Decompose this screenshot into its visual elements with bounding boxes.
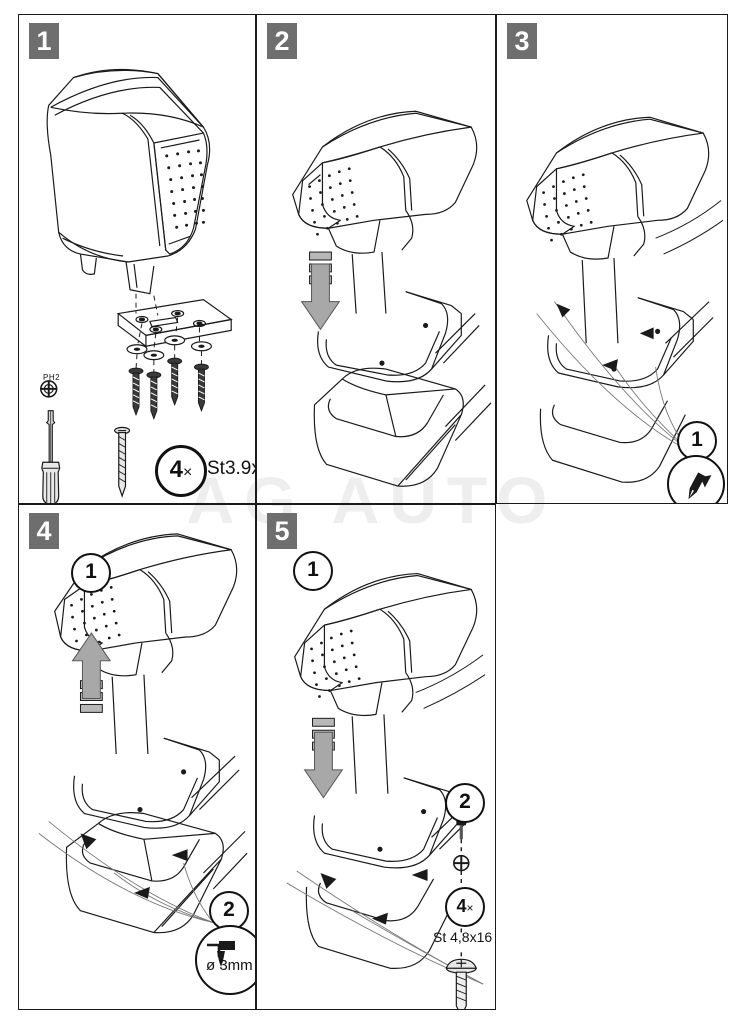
step-number-badge: 2 <box>267 23 297 59</box>
pad-perforation-dots <box>542 173 593 242</box>
panel-step-3: 3 1 <box>496 14 728 504</box>
screw-spec-label: St 4,8x16 <box>433 929 493 945</box>
panel-step-4: 4 1 2 ø 3mm <box>18 504 256 1010</box>
screw-quantity-multiplier: × <box>183 464 193 481</box>
phillips-cross-icon <box>453 854 470 872</box>
drill-body <box>217 941 235 967</box>
step-number-badge: 4 <box>29 513 59 549</box>
pan-head-screw <box>445 958 477 1009</box>
callout-reference-badge-2: 2 <box>445 783 485 823</box>
screwdriver-icon <box>41 410 61 503</box>
slide-rail <box>309 251 332 285</box>
slide-rail <box>312 717 335 751</box>
insertion-arrow <box>300 263 341 331</box>
reference-badge-1: 1 <box>71 553 111 593</box>
pad-perforation-dots <box>308 167 359 236</box>
pad-perforation-dots <box>165 149 205 229</box>
panel-step-1: 1 PH2 4× St3.9x25 <box>18 14 256 504</box>
pointer-arrows <box>556 303 654 372</box>
step-number-badge: 5 <box>267 513 297 549</box>
leader-lines <box>38 821 214 924</box>
washers <box>126 335 212 361</box>
step-number-badge: 1 <box>29 23 59 59</box>
screw-quantity-badge: 4× <box>155 445 207 497</box>
assembly-axis-lines <box>135 293 159 316</box>
panel-1-artwork <box>40 68 233 503</box>
sample-screw <box>114 426 131 498</box>
panel-2-artwork <box>292 110 492 487</box>
phillips-cross-icon <box>40 380 58 398</box>
marker-pen-icon <box>667 455 725 503</box>
leader-lines <box>536 301 692 453</box>
drill-icon-bubble <box>195 925 255 995</box>
pointer-arrows <box>80 833 188 899</box>
screw-quantity-number: 4 <box>456 896 467 916</box>
insertion-arrow <box>303 731 344 799</box>
screw-spec-label: St3.9x25 <box>207 458 255 479</box>
slide-rail <box>79 680 103 713</box>
screw-quantity-number: 4 <box>169 456 183 483</box>
exploded-screws <box>128 357 209 421</box>
pad-perforation-dots <box>70 586 121 655</box>
panel-step-2: 2 <box>256 14 496 504</box>
removal-arrow <box>71 632 112 699</box>
screw-quantity-badge: 4× <box>445 887 485 927</box>
screw-quantity-multiplier: × <box>466 901 474 915</box>
leader-lines <box>286 870 484 985</box>
panel-step-5: 5 1 2 4× St 4,8x16 <box>256 504 496 1010</box>
drill-diameter-label: ø 3mm <box>206 957 253 974</box>
screwdriver-bit-label: PH2 <box>43 373 61 382</box>
pad-perforation-dots <box>310 629 361 698</box>
step-number-badge: 3 <box>507 23 537 59</box>
pointer-arrows <box>320 869 428 925</box>
reference-badge-1: 1 <box>293 551 333 591</box>
